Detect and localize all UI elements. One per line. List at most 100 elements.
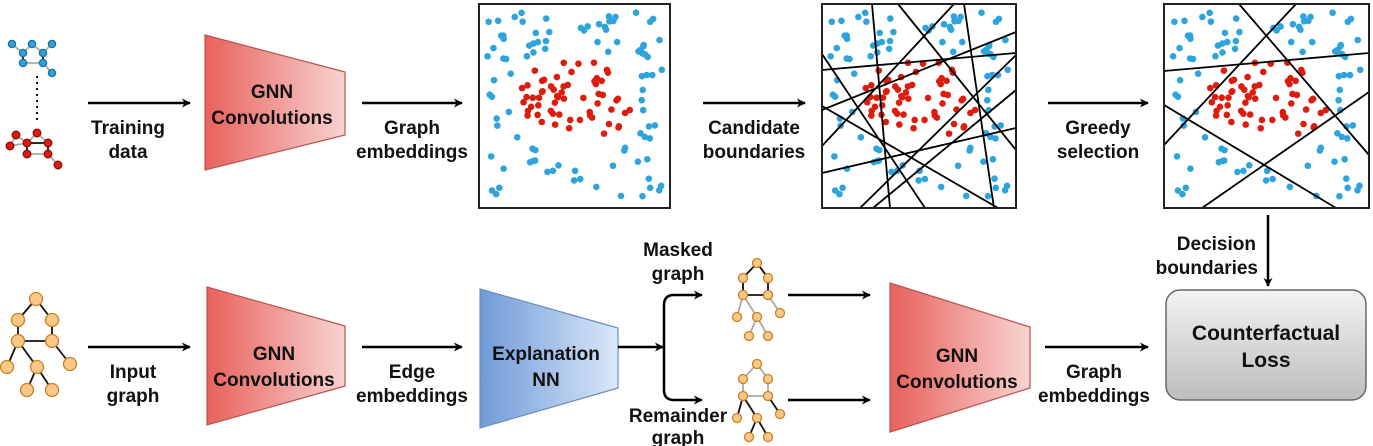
red-point	[894, 86, 902, 93]
red-point	[862, 84, 870, 92]
blue-point	[1223, 38, 1231, 46]
graph-node	[44, 333, 60, 349]
boundary-line	[821, 105, 999, 209]
boundary-line	[1238, 3, 1370, 156]
red-point	[549, 110, 557, 117]
blue-point	[1269, 175, 1276, 183]
blue-point	[992, 18, 1000, 26]
graph-node	[22, 138, 32, 148]
blue-point	[511, 13, 519, 21]
blue-point	[532, 146, 539, 154]
red-point	[1302, 106, 1310, 113]
blue-point	[827, 53, 834, 60]
red-point	[535, 94, 543, 102]
red-point	[551, 121, 559, 128]
red-point	[882, 118, 890, 126]
red-point	[1228, 87, 1236, 95]
blue-point	[648, 71, 656, 79]
red-point	[1256, 81, 1263, 89]
blue-point	[967, 144, 974, 152]
blue-point	[1329, 9, 1336, 16]
red-point	[1212, 112, 1220, 119]
boundary-line	[963, 3, 995, 209]
graph-node	[47, 68, 57, 78]
blue-point	[855, 13, 862, 21]
blue-point	[1336, 86, 1344, 94]
red-point	[1228, 118, 1235, 126]
graph-node	[62, 356, 78, 372]
scatter-border	[478, 3, 671, 209]
red-point	[879, 94, 887, 102]
graph-node	[751, 257, 763, 269]
graph-node	[737, 390, 749, 402]
red-point	[1299, 69, 1306, 76]
blue-point	[985, 86, 992, 94]
blue-point	[1174, 187, 1182, 194]
red-point	[598, 77, 605, 85]
blue-point	[639, 106, 647, 114]
red-point	[900, 111, 907, 118]
counterfactual-loss-box	[1165, 289, 1367, 401]
boundary-line	[1163, 104, 1337, 209]
blue-point	[838, 17, 845, 25]
blue-point	[1343, 175, 1350, 183]
red-point	[902, 89, 910, 96]
graph-node	[38, 58, 48, 68]
graph-node	[762, 289, 774, 301]
red-point	[560, 95, 568, 102]
graph-node	[11, 130, 21, 140]
blue-point	[500, 55, 507, 62]
blue-point	[1002, 36, 1009, 44]
red-point	[939, 100, 946, 107]
graph-node	[737, 373, 749, 385]
blue-point	[1344, 135, 1351, 142]
blue-point	[867, 52, 874, 60]
red-point	[921, 116, 928, 124]
blue-point	[922, 24, 929, 32]
blue-point	[978, 9, 985, 16]
blue-point	[609, 162, 617, 170]
red-point	[564, 81, 572, 89]
blue-point	[1219, 49, 1226, 56]
blue-point	[1004, 66, 1011, 74]
graph-node	[751, 412, 763, 424]
blue-point	[490, 76, 498, 84]
red-point	[1257, 124, 1265, 132]
red-point	[910, 124, 917, 132]
blue-point	[487, 153, 495, 160]
blue-point	[885, 45, 893, 53]
blue-point	[571, 167, 579, 175]
blue-point	[828, 18, 836, 26]
blue-point	[921, 175, 929, 183]
blue-point	[606, 17, 613, 25]
red-point	[540, 76, 548, 84]
red-point	[1282, 114, 1289, 121]
red-point	[883, 87, 890, 95]
red-point	[905, 95, 912, 102]
blue-point	[617, 192, 625, 200]
red-point	[565, 124, 573, 132]
blue-point	[488, 93, 496, 100]
blue-point	[957, 13, 964, 21]
graph-node	[7, 39, 17, 49]
blue-point	[542, 15, 550, 22]
blue-point	[646, 184, 654, 192]
blue-point	[584, 23, 591, 30]
graph-node	[762, 373, 774, 385]
blue-point	[1221, 29, 1229, 37]
blue-point	[1304, 162, 1312, 170]
boundary-line	[897, 3, 1017, 151]
blue-point	[1245, 161, 1253, 169]
blue-point	[1194, 70, 1202, 77]
blue-point	[861, 9, 869, 17]
blue-point	[950, 13, 958, 20]
boundary-line	[821, 53, 926, 209]
blue-point	[594, 38, 601, 46]
gnn-convolutions-top	[204, 34, 346, 171]
blue-point	[1346, 71, 1354, 79]
candidate-boundaries-scatter	[821, 3, 1017, 209]
red-point	[884, 76, 892, 84]
red-point	[590, 59, 598, 66]
